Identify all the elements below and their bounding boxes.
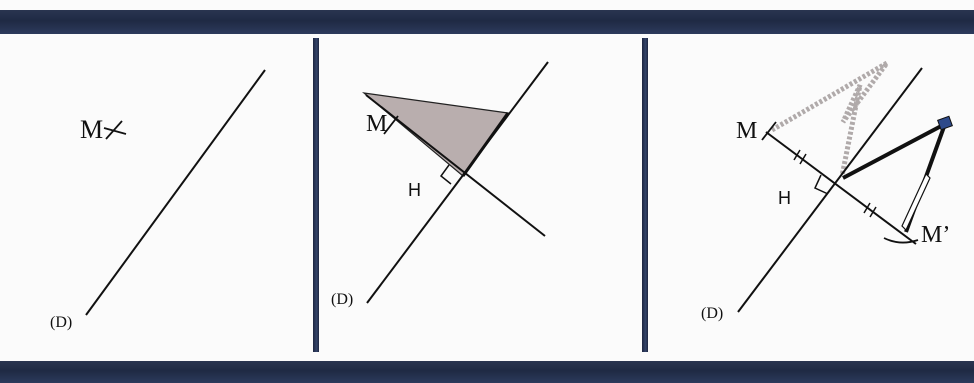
point-m-label: M — [736, 118, 757, 144]
panel-3: M H M’ (D) — [701, 60, 953, 322]
equal-tick-marks-mh — [793, 149, 807, 165]
equal-tick-marks-hm-prime — [863, 202, 877, 218]
image-m-prime-label: M’ — [921, 222, 950, 248]
point-m-cross — [383, 115, 399, 135]
perpendicular-line — [765, 131, 917, 245]
line-d — [737, 67, 923, 313]
panel-2: M H (D) — [331, 61, 549, 308]
top-frame-bar — [0, 10, 974, 34]
point-m-label: M — [366, 111, 387, 137]
line-d — [366, 61, 549, 304]
right-angle-marker — [814, 174, 829, 195]
point-m-cross — [103, 120, 127, 140]
right-angle-marker — [439, 164, 452, 185]
panel-1: M (D) — [50, 69, 266, 331]
point-m-cross — [761, 121, 777, 141]
compass-arc — [883, 237, 919, 244]
faded-set-square — [770, 60, 890, 177]
foot-h-label: H — [408, 180, 421, 200]
line-d-label: (D) — [701, 305, 723, 322]
line-d-label: (D) — [50, 314, 72, 331]
bottom-frame-bar — [0, 361, 974, 383]
foot-h-label: H — [778, 188, 791, 208]
panel-divider-2 — [642, 38, 648, 352]
line-d — [85, 69, 266, 316]
point-m-label: M — [80, 115, 103, 144]
line-d-label: (D) — [331, 291, 353, 308]
panel-divider-1 — [313, 38, 319, 352]
compass — [842, 115, 953, 233]
